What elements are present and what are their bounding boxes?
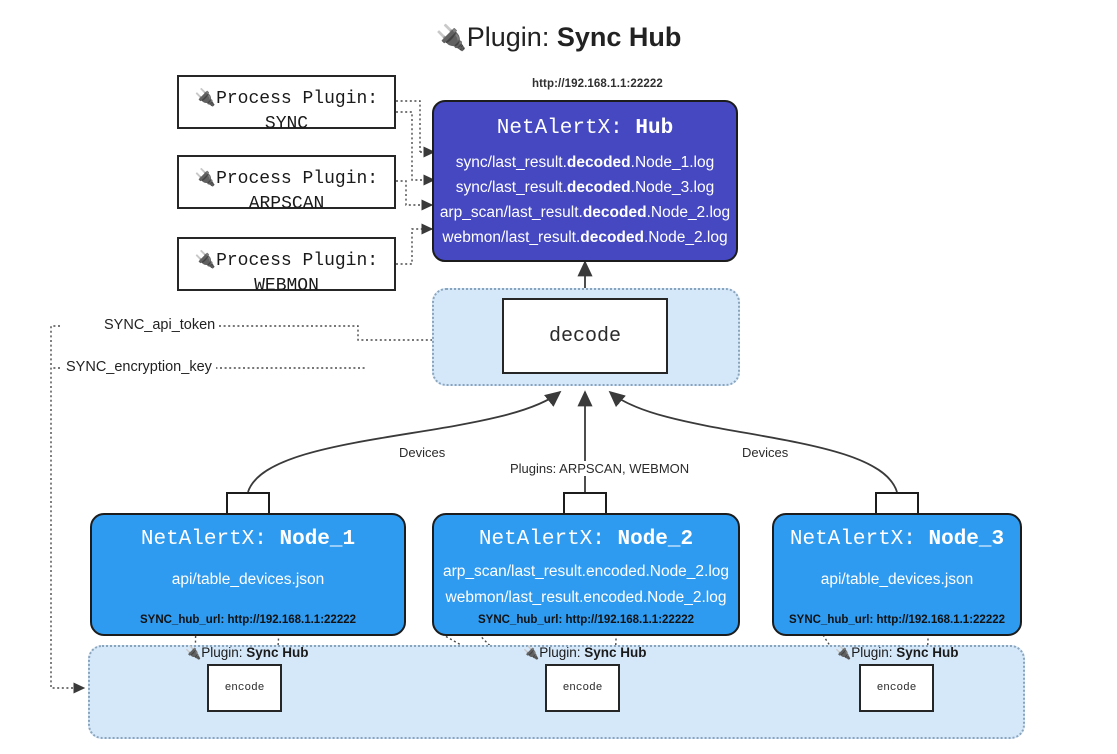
- encode-box-node-1[interactable]: encode: [207, 664, 282, 712]
- node-title-label: NetAlertX:: [478, 528, 605, 551]
- process-plugin-line1: 🔌Process Plugin:: [194, 168, 379, 189]
- encoder-caption: 🔌Plugin: Sync Hub: [835, 645, 959, 661]
- process-plugin-line2: WEBMON: [254, 276, 319, 296]
- encoder-caption: 🔌Plugin: Sync Hub: [523, 645, 647, 661]
- node-title: NetAlertX: Node_1: [92, 527, 404, 553]
- node-line: api/table_devices.json: [171, 571, 325, 588]
- node-title: NetAlertX: Node_3: [774, 527, 1020, 553]
- node-box-node-3[interactable]: NetAlertX: Node_3 api/table_devices.json…: [772, 513, 1022, 636]
- process-plugin-webmon[interactable]: 🔌Process Plugin: WEBMON: [177, 237, 396, 296]
- plug-icon: 🔌: [194, 168, 217, 188]
- encoder-caption-label: Plugin:: [851, 645, 893, 660]
- plug-icon: 🔌: [185, 645, 202, 660]
- sync-api-token-label: SYNC_api_token: [100, 317, 220, 333]
- node-title-label: NetAlertX:: [789, 528, 916, 551]
- encoder-caption-value: Sync Hub: [584, 645, 647, 660]
- hub-log-line: webmon/last_result.decoded.Node_2.log: [442, 229, 728, 246]
- hub-title-value: Hub: [635, 117, 674, 140]
- sync-encryption-key-label: SYNC_encryption_key: [62, 359, 216, 375]
- node-title-value: Node_1: [279, 528, 356, 551]
- node-line: arp_scan/last_result.encoded.Node_2.log: [442, 563, 730, 580]
- node-box-node-2[interactable]: NetAlertX: Node_2 arp_scan/last_result.e…: [432, 513, 740, 636]
- node-title-value: Node_2: [617, 528, 694, 551]
- process-plugin-arpscan[interactable]: 🔌Process Plugin: ARPSCAN: [177, 155, 396, 214]
- plug-icon: 🔌: [835, 645, 852, 660]
- hub-title: NetAlertX: Hub: [434, 116, 736, 142]
- page-title: 🔌Plugin: Sync Hub: [0, 18, 1117, 57]
- process-plugin-line2: SYNC: [264, 114, 309, 134]
- process-plugin-line1: 🔌Process Plugin:: [194, 250, 379, 271]
- process-plugin-sync[interactable]: 🔌Process Plugin: SYNC: [177, 75, 396, 134]
- node-hub-url: SYNC_hub_url: http://192.168.1.1:22222: [139, 614, 357, 626]
- plug-icon: 🔌: [194, 88, 217, 108]
- plug-icon: 🔌: [523, 645, 540, 660]
- hub-log-line: sync/last_result.decoded.Node_3.log: [455, 179, 715, 196]
- page-title-value: Sync Hub: [556, 22, 682, 52]
- node-hub-url: SYNC_hub_url: http://192.168.1.1:22222: [477, 614, 695, 626]
- node-box-node-1[interactable]: NetAlertX: Node_1 api/table_devices.json…: [90, 513, 406, 636]
- process-plugin-line2: ARPSCAN: [248, 194, 325, 214]
- page-title-label: Plugin:: [466, 22, 550, 52]
- hub-title-label: NetAlertX:: [496, 117, 623, 140]
- hub-log-line: sync/last_result.decoded.Node_1.log: [455, 154, 715, 171]
- encoder-caption-label: Plugin:: [539, 645, 581, 660]
- decode-box[interactable]: decode: [502, 298, 668, 374]
- plug-icon: 🔌: [194, 250, 217, 270]
- hub-box[interactable]: NetAlertX: Hub sync/last_result.decoded.…: [432, 100, 738, 262]
- encoder-caption-value: Sync Hub: [246, 645, 309, 660]
- process-plugin-line1: 🔌Process Plugin:: [194, 88, 379, 109]
- encoder-caption-value: Sync Hub: [896, 645, 959, 660]
- encoder-caption-label: Plugin:: [201, 645, 243, 660]
- edge-label-plugins-center: Plugins: ARPSCAN, WEBMON: [506, 461, 694, 476]
- node-line: api/table_devices.json: [820, 571, 974, 588]
- hub-log-list: sync/last_result.decoded.Node_1.log sync…: [434, 150, 736, 250]
- edge-label-devices-right: Devices: [738, 445, 793, 460]
- encode-box-node-3[interactable]: encode: [859, 664, 934, 712]
- node-title-label: NetAlertX:: [140, 528, 267, 551]
- node-title: NetAlertX: Node_2: [434, 527, 738, 553]
- hub-log-line: arp_scan/last_result.decoded.Node_2.log: [439, 204, 731, 221]
- edge-label-devices-left: Devices: [395, 445, 450, 460]
- encoder-caption: 🔌Plugin: Sync Hub: [185, 645, 309, 661]
- node-line: webmon/last_result.encoded.Node_2.log: [445, 589, 727, 606]
- node-hub-url: SYNC_hub_url: http://192.168.1.1:22222: [788, 614, 1006, 626]
- node-title-value: Node_3: [928, 528, 1005, 551]
- plug-icon: 🔌: [435, 24, 467, 52]
- hub-url-label: http://192.168.1.1:22222: [532, 78, 663, 90]
- encode-box-node-2[interactable]: encode: [545, 664, 620, 712]
